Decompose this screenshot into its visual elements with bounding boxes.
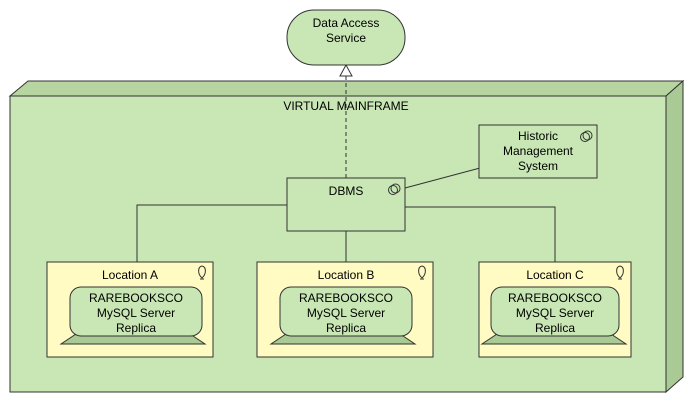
location-pin-icon xyxy=(616,265,624,280)
connector-dbms-location-a xyxy=(136,204,287,262)
dbms-label: DBMS xyxy=(329,184,364,198)
historic-label-line-1: Historic xyxy=(518,129,558,143)
mysql-device[interactable]: RAREBOOKSCO MySQL Server Replica xyxy=(59,286,207,345)
historic-box xyxy=(478,124,598,179)
data-access-service[interactable]: Data Access Service xyxy=(286,9,406,66)
location-label: Location C xyxy=(526,268,584,282)
historic-management-system[interactable]: Historic Management System xyxy=(478,124,598,179)
service-shape xyxy=(286,9,406,66)
device-label-line-1: RAREBOOKSCO xyxy=(508,291,602,305)
device-screen xyxy=(490,286,620,337)
connectors xyxy=(136,63,556,262)
system-software-icon xyxy=(388,183,401,195)
location-label: Location A xyxy=(102,268,158,282)
dbms-component[interactable]: DBMS xyxy=(286,177,406,232)
realization-arrowhead xyxy=(339,63,353,77)
mysql-device[interactable]: RAREBOOKSCO MySQL Server Replica xyxy=(269,286,417,345)
device-screen xyxy=(69,286,203,337)
node-side-face xyxy=(665,79,684,394)
location-a[interactable]: Location A RAREBOOKSCO MySQL Server Repl… xyxy=(46,261,214,358)
device-label-line-3: Replica xyxy=(535,321,575,335)
device-label-line-1: RAREBOOKSCO xyxy=(299,291,393,305)
device-label-line-1: RAREBOOKSCO xyxy=(89,291,183,305)
device-screen xyxy=(279,286,413,337)
location-c[interactable]: Location C RAREBOOKSCO MySQL Server Repl… xyxy=(478,261,632,358)
device-label-line-3: Replica xyxy=(326,321,366,335)
service-label-line-1: Data Access xyxy=(313,16,380,30)
device-label-line-2: MySQL Server xyxy=(516,306,594,320)
historic-label-line-3: System xyxy=(518,159,558,173)
location-pin-icon xyxy=(418,265,426,280)
location-label: Location B xyxy=(318,268,375,282)
connector-dbms-historic xyxy=(404,167,481,189)
location-pin-icon xyxy=(198,265,206,280)
system-software-icon xyxy=(580,130,593,142)
device-label-line-2: MySQL Server xyxy=(307,306,385,320)
service-label-line-2: Service xyxy=(326,31,366,45)
device-label-line-3: Replica xyxy=(116,321,156,335)
historic-label-line-2: Management xyxy=(503,144,574,158)
mysql-device[interactable]: RAREBOOKSCO MySQL Server Replica xyxy=(480,286,628,345)
connector-dbms-location-c xyxy=(405,206,556,262)
device-label-line-2: MySQL Server xyxy=(97,306,175,320)
location-b[interactable]: Location B RAREBOOKSCO MySQL Server Repl… xyxy=(256,261,434,358)
dbms-box xyxy=(286,177,406,232)
